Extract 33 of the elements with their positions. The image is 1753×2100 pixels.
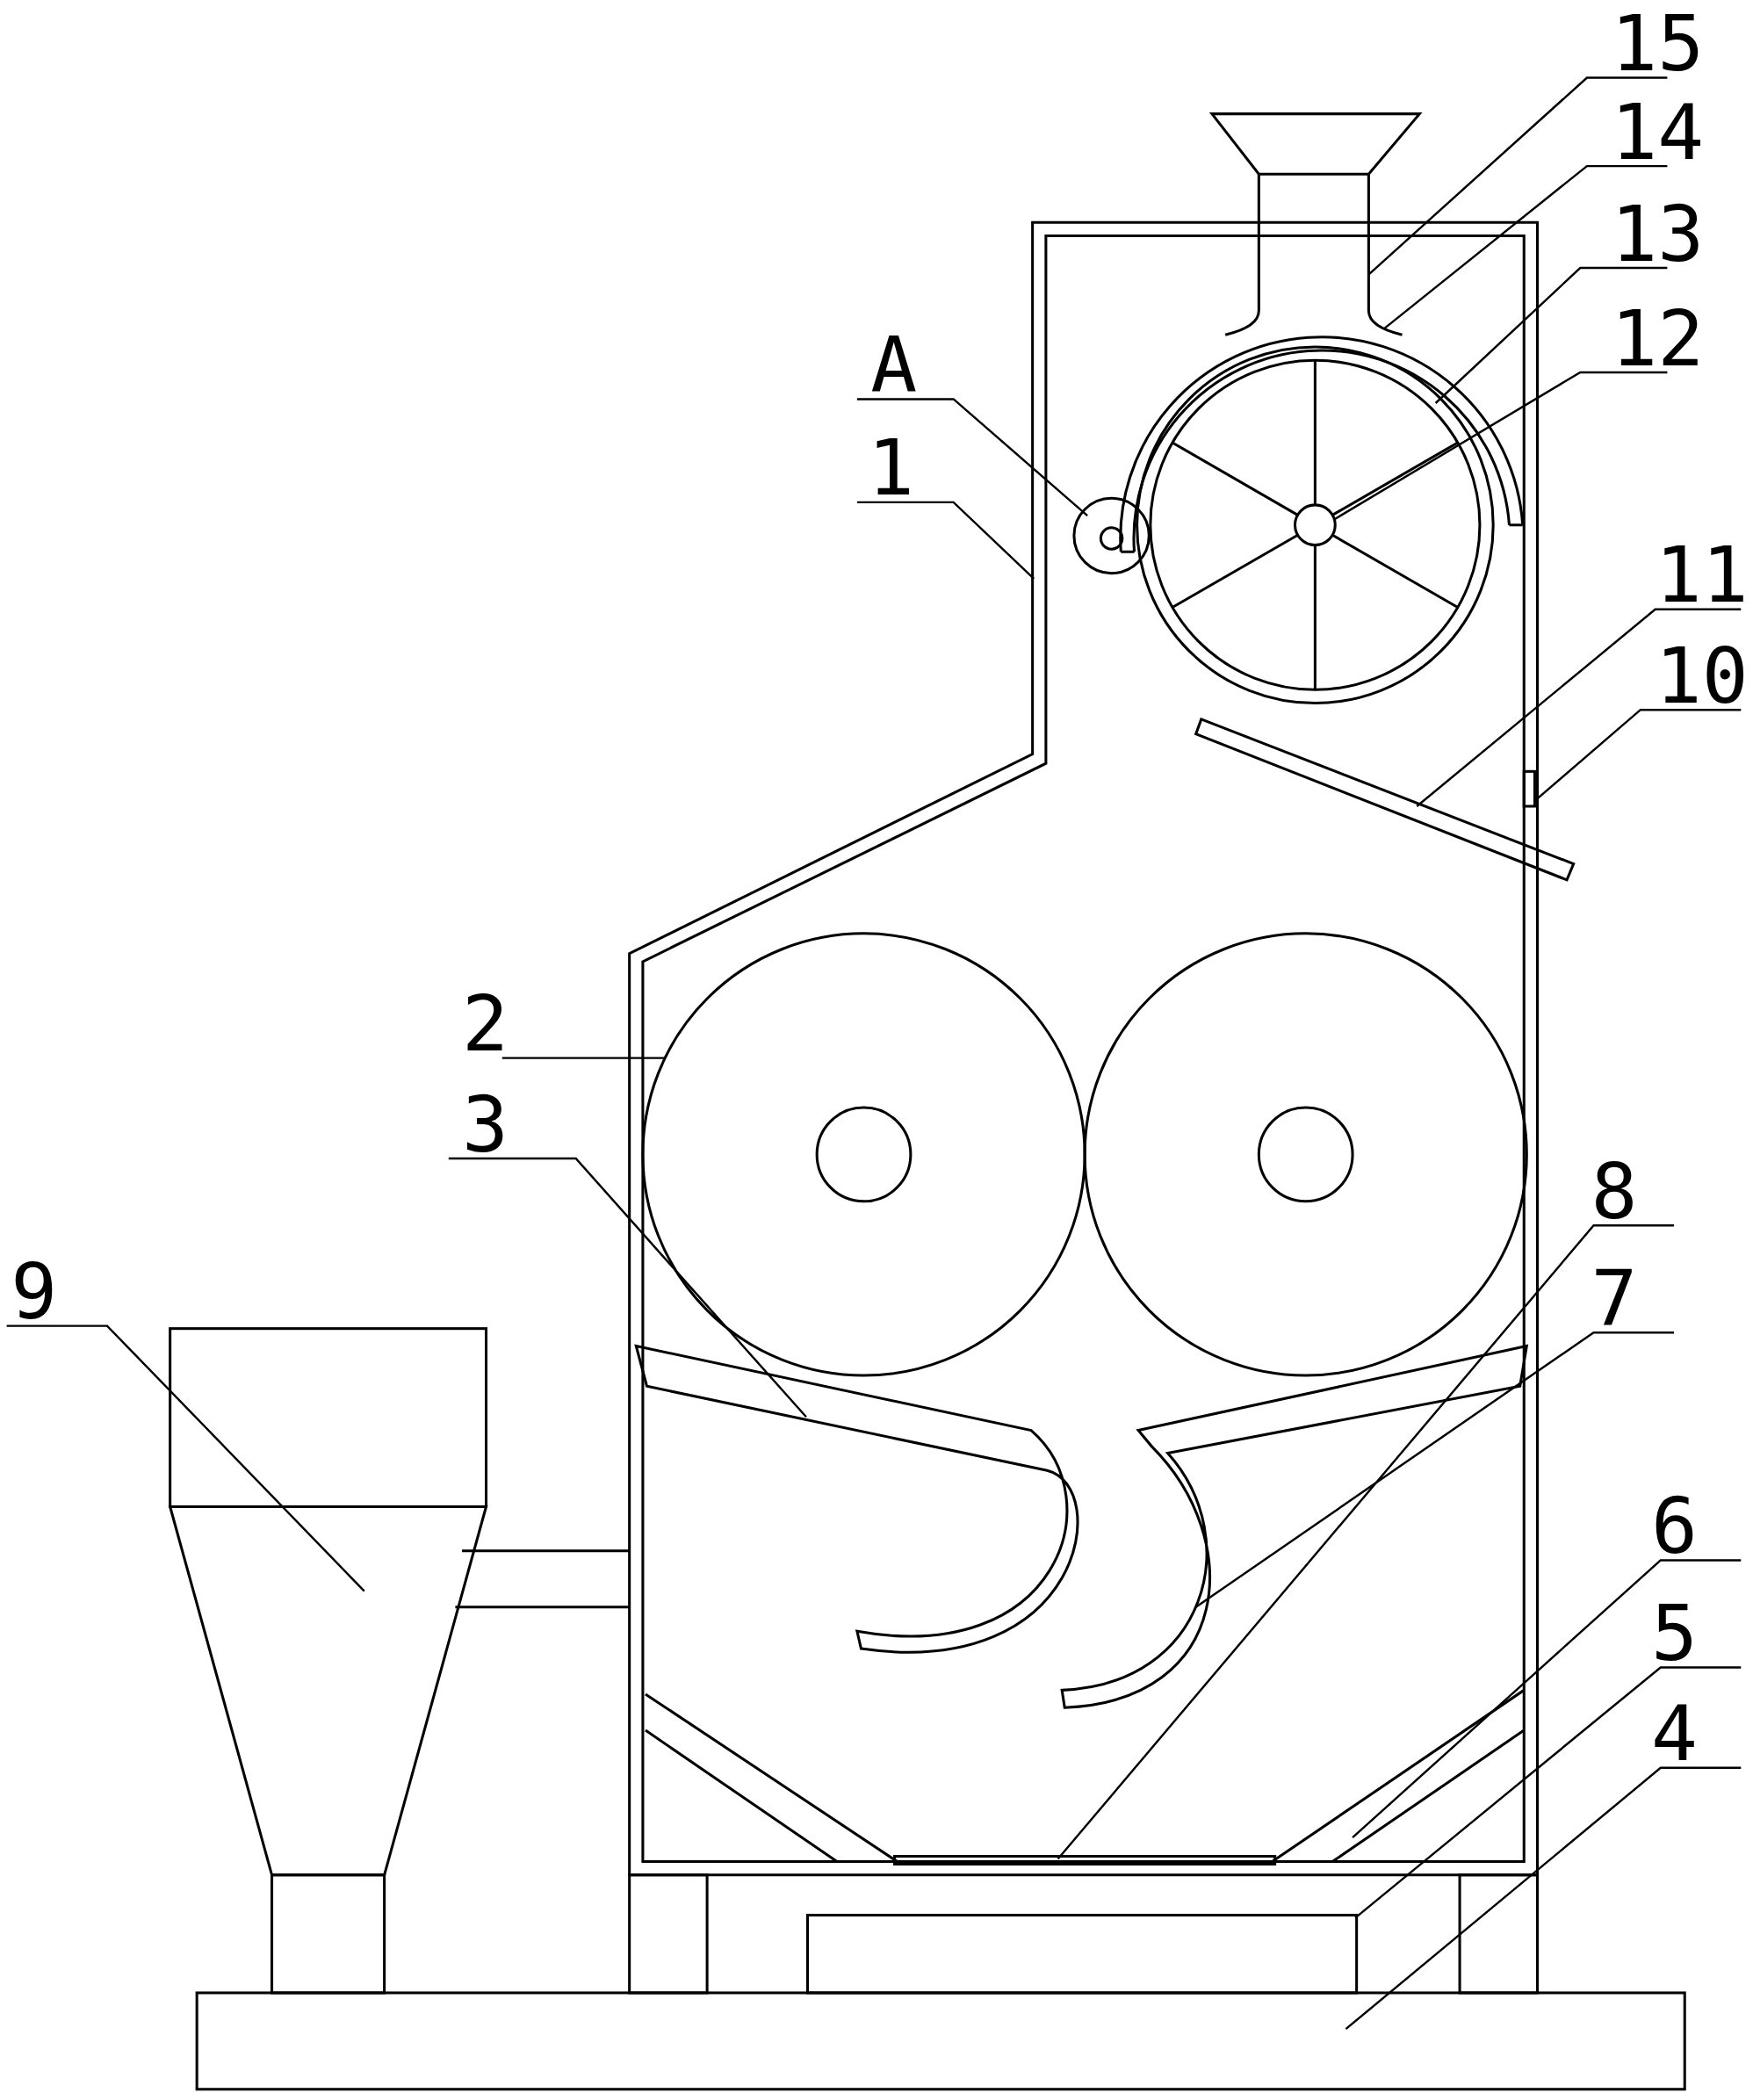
callout-number: 8 bbox=[1591, 1152, 1638, 1230]
callout-number: 6 bbox=[1651, 1488, 1699, 1566]
base-plate bbox=[195, 1991, 1686, 2091]
callout-number: 13 bbox=[1611, 195, 1705, 273]
callout-number: 5 bbox=[1651, 1595, 1699, 1673]
leader-line bbox=[1367, 76, 1668, 276]
leader-line bbox=[856, 398, 1088, 516]
housing-wall bbox=[628, 220, 1540, 1877]
callout-number: A bbox=[870, 327, 918, 405]
leader-line bbox=[6, 1324, 365, 1592]
callout-number: 7 bbox=[1591, 1259, 1638, 1338]
callout-number: 11 bbox=[1655, 537, 1749, 615]
leader-line bbox=[1354, 1666, 1742, 1919]
inclined-plate bbox=[1194, 717, 1576, 882]
leader-line bbox=[1416, 608, 1742, 807]
feed-pipe bbox=[1208, 112, 1423, 336]
leader-line bbox=[1194, 1331, 1675, 1608]
callout-number: 3 bbox=[462, 1086, 509, 1164]
callout-number: 15 bbox=[1611, 5, 1705, 83]
leader-line bbox=[1352, 1559, 1742, 1838]
leader-line bbox=[501, 1057, 666, 1059]
callout-number: 12 bbox=[1611, 299, 1705, 378]
leader-line bbox=[1333, 371, 1668, 521]
leader-line bbox=[1434, 266, 1668, 404]
callout-number: 10 bbox=[1655, 637, 1749, 715]
callout-number: 1 bbox=[868, 429, 915, 508]
callout-number: 14 bbox=[1611, 93, 1705, 171]
callout-number: 2 bbox=[462, 985, 509, 1064]
leader-line bbox=[1345, 1766, 1742, 2031]
callout-number: 4 bbox=[1651, 1695, 1699, 1773]
leader-line bbox=[856, 501, 1035, 580]
callout-number: 9 bbox=[11, 1253, 58, 1331]
leader-line bbox=[448, 1157, 807, 1418]
